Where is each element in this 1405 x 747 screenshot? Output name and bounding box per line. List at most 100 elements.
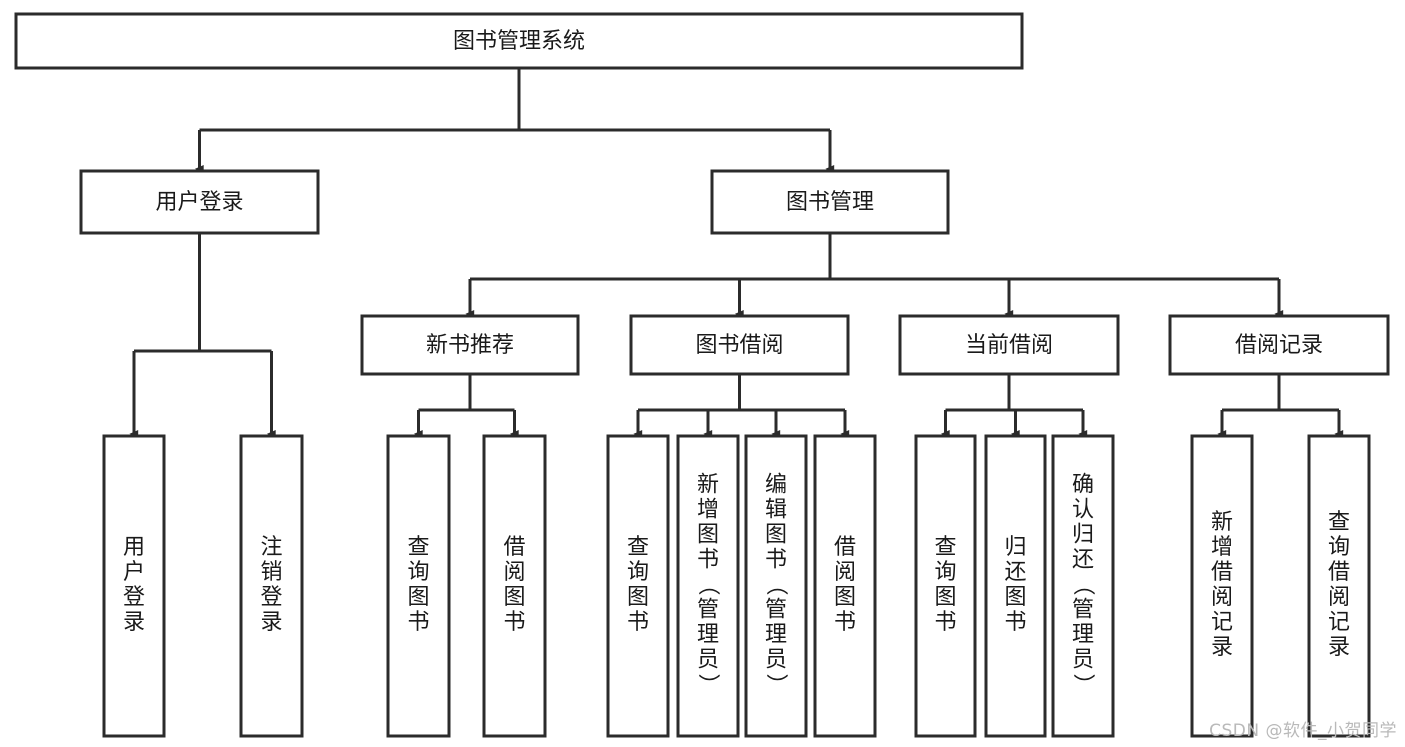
node-label-char: 图 xyxy=(1004,585,1026,610)
node-label-char: 新 xyxy=(697,473,719,498)
node-label: 当前借阅 xyxy=(965,333,1053,358)
node-box[interactable] xyxy=(239,434,304,738)
node-label-char: 管 xyxy=(765,598,787,623)
node-label-char: 图 xyxy=(934,585,956,610)
connector-line xyxy=(1222,374,1339,412)
node-box[interactable] xyxy=(629,314,850,376)
node-label-char: 书 xyxy=(407,610,429,635)
node-book-borrow[interactable]: 图书借阅 xyxy=(629,314,850,376)
node-box[interactable] xyxy=(710,169,950,235)
node-label-char: 借 xyxy=(503,535,525,560)
node-box[interactable] xyxy=(914,434,977,738)
node-label-char: 图 xyxy=(503,585,525,610)
node-label-char: ） xyxy=(1070,673,1095,695)
node-box[interactable] xyxy=(744,434,808,738)
node-label-char: 归 xyxy=(1072,523,1094,548)
node-label-char: 图 xyxy=(765,523,787,548)
node-box[interactable] xyxy=(1190,434,1254,738)
node-box[interactable] xyxy=(482,434,547,738)
node-label-char: 新 xyxy=(1211,510,1233,535)
node-box[interactable] xyxy=(386,434,451,738)
node-label-char: 阅 xyxy=(503,560,525,585)
node-box[interactable] xyxy=(898,314,1120,376)
node-label-char: 管 xyxy=(1072,598,1094,623)
node-label-char: 增 xyxy=(697,498,719,523)
node-label-char: 员 xyxy=(1072,648,1094,673)
node-label-char: 登 xyxy=(260,585,282,610)
node-label-char: 记 xyxy=(1211,610,1233,635)
node-label: 图书管理系统 xyxy=(453,29,585,54)
node-label-char: 确 xyxy=(1072,473,1094,498)
node-box[interactable] xyxy=(813,434,877,738)
node-label-char: 图 xyxy=(407,585,429,610)
node-label-char: （ xyxy=(763,573,788,595)
node-label-char: 增 xyxy=(1211,535,1233,560)
node-label-char: 还 xyxy=(1072,548,1094,573)
node-box[interactable] xyxy=(606,434,670,738)
node-label-char: （ xyxy=(695,573,720,595)
node-user-login[interactable]: 用户登录 xyxy=(79,169,320,235)
node-box[interactable] xyxy=(14,12,1024,70)
node-label-char: 登 xyxy=(123,585,145,610)
connector-line xyxy=(418,374,515,412)
node-label-char: 阅 xyxy=(1211,585,1233,610)
node-label-char: 书 xyxy=(934,610,956,635)
node-label-char: 录 xyxy=(1211,635,1233,660)
node-label-char: 询 xyxy=(1328,535,1350,560)
node-box[interactable] xyxy=(1051,434,1115,738)
node-box[interactable] xyxy=(79,169,320,235)
node-label-char: （ xyxy=(1070,573,1095,595)
node-label-char: 录 xyxy=(260,610,282,635)
connector-line xyxy=(945,374,1083,412)
node-label-char: 书 xyxy=(1004,610,1026,635)
node-label-char: 书 xyxy=(627,610,649,635)
node-label-char: 录 xyxy=(123,610,145,635)
node-label-char: 借 xyxy=(1328,560,1350,585)
node-label: 借阅记录 xyxy=(1235,333,1323,358)
node-borrow-record[interactable]: 借阅记录 xyxy=(1168,314,1390,376)
node-label-char: 查 xyxy=(627,535,649,560)
node-label: 图书借阅 xyxy=(695,333,783,358)
node-label-char: 书 xyxy=(697,548,719,573)
node-label-char: 询 xyxy=(934,560,956,585)
node-label: 用户登录 xyxy=(155,190,243,215)
node-box[interactable] xyxy=(102,434,166,738)
node-box[interactable] xyxy=(1307,434,1371,738)
node-label-char: 借 xyxy=(1211,560,1233,585)
node-leaf-user-login[interactable]: 用户登录 xyxy=(102,434,166,738)
node-label-char: 查 xyxy=(934,535,956,560)
node-box[interactable] xyxy=(360,314,580,376)
node-label-char: 理 xyxy=(1072,623,1094,648)
node-label-char: 员 xyxy=(765,648,787,673)
node-box[interactable] xyxy=(1168,314,1390,376)
node-box[interactable] xyxy=(984,434,1047,738)
node-label-char: 图 xyxy=(627,585,649,610)
node-current-borrow[interactable]: 当前借阅 xyxy=(898,314,1120,376)
node-root[interactable]: 图书管理系统 xyxy=(14,12,1024,70)
node-box[interactable] xyxy=(676,434,740,738)
node-label-char: 户 xyxy=(123,560,145,585)
node-book-manage[interactable]: 图书管理 xyxy=(710,169,950,235)
node-label-char: ） xyxy=(695,673,720,695)
node-new-book-rec[interactable]: 新书推荐 xyxy=(360,314,580,376)
node-label-char: 阅 xyxy=(1328,585,1350,610)
node-label-char: 理 xyxy=(765,623,787,648)
node-label-char: 书 xyxy=(503,610,525,635)
node-label: 图书管理 xyxy=(786,190,874,215)
node-label-char: 注 xyxy=(260,535,282,560)
node-label-char: 图 xyxy=(697,523,719,548)
